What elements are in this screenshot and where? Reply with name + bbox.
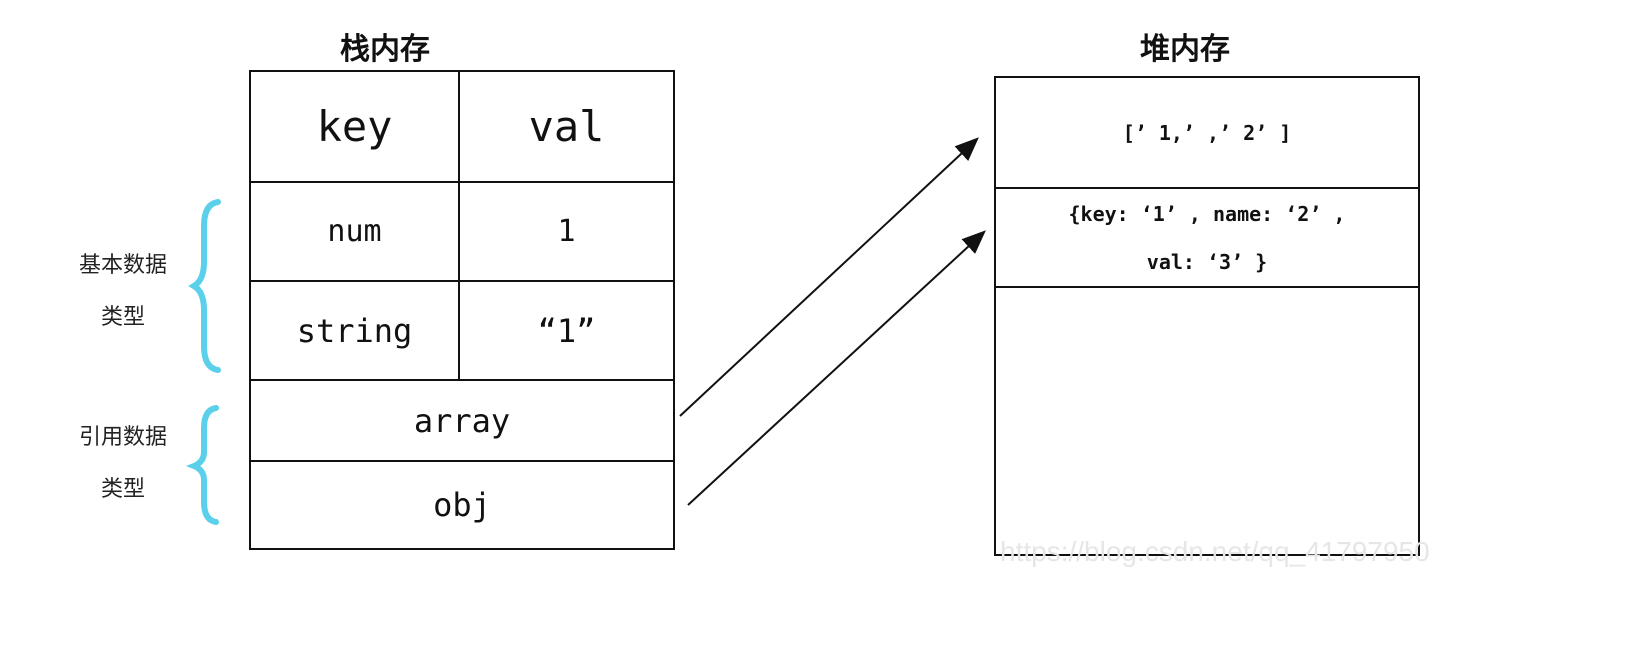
stack-row-array: array [413, 401, 511, 440]
reference-type-label-line2: 类型 [100, 477, 145, 502]
stack-row-num-key: num [327, 214, 382, 249]
heap-box-border [994, 76, 1420, 556]
reference-type-label-line1: 引用数据 [78, 425, 167, 450]
primitive-brace-icon [188, 199, 221, 373]
heap-obj-line1: {key: ‘1’ , name: ‘2’ , [1068, 201, 1346, 226]
stack-row-string-val: “1” [537, 311, 596, 350]
primitive-type-label: 基本数据 类型 [58, 240, 188, 344]
reference-brace-icon [185, 405, 219, 525]
primitive-type-label-line1: 基本数据 [78, 253, 167, 278]
reference-type-label: 引用数据 类型 [58, 412, 188, 516]
heap-memory-title: 堆内存 [1140, 32, 1230, 67]
stack-row-num-val: 1 [557, 214, 576, 249]
stack-table-border [249, 70, 675, 550]
heap-array-cell: [’ 1,’ ,’ 2’ ] [995, 77, 1419, 188]
array-reference-arrow [679, 137, 979, 417]
stack-memory-title: 栈内存 [340, 32, 430, 67]
heap-obj-cell: {key: ‘1’ , name: ‘2’ , val: ‘3’ } [995, 188, 1419, 287]
stack-row-string-key: string [296, 311, 413, 350]
stack-header-val: val [528, 102, 605, 151]
stack-row-obj: obj [433, 486, 491, 524]
obj-reference-arrow [687, 230, 986, 506]
heap-array-value: [’ 1,’ ,’ 2’ ] [1122, 120, 1292, 145]
primitive-type-label-line2: 类型 [100, 305, 145, 330]
watermark-text: https://blog.csdn.net/qq_41797950 [1000, 536, 1430, 567]
stack-header-key: key [316, 102, 393, 151]
heap-obj-line2: val: ‘3’ } [1146, 249, 1268, 274]
